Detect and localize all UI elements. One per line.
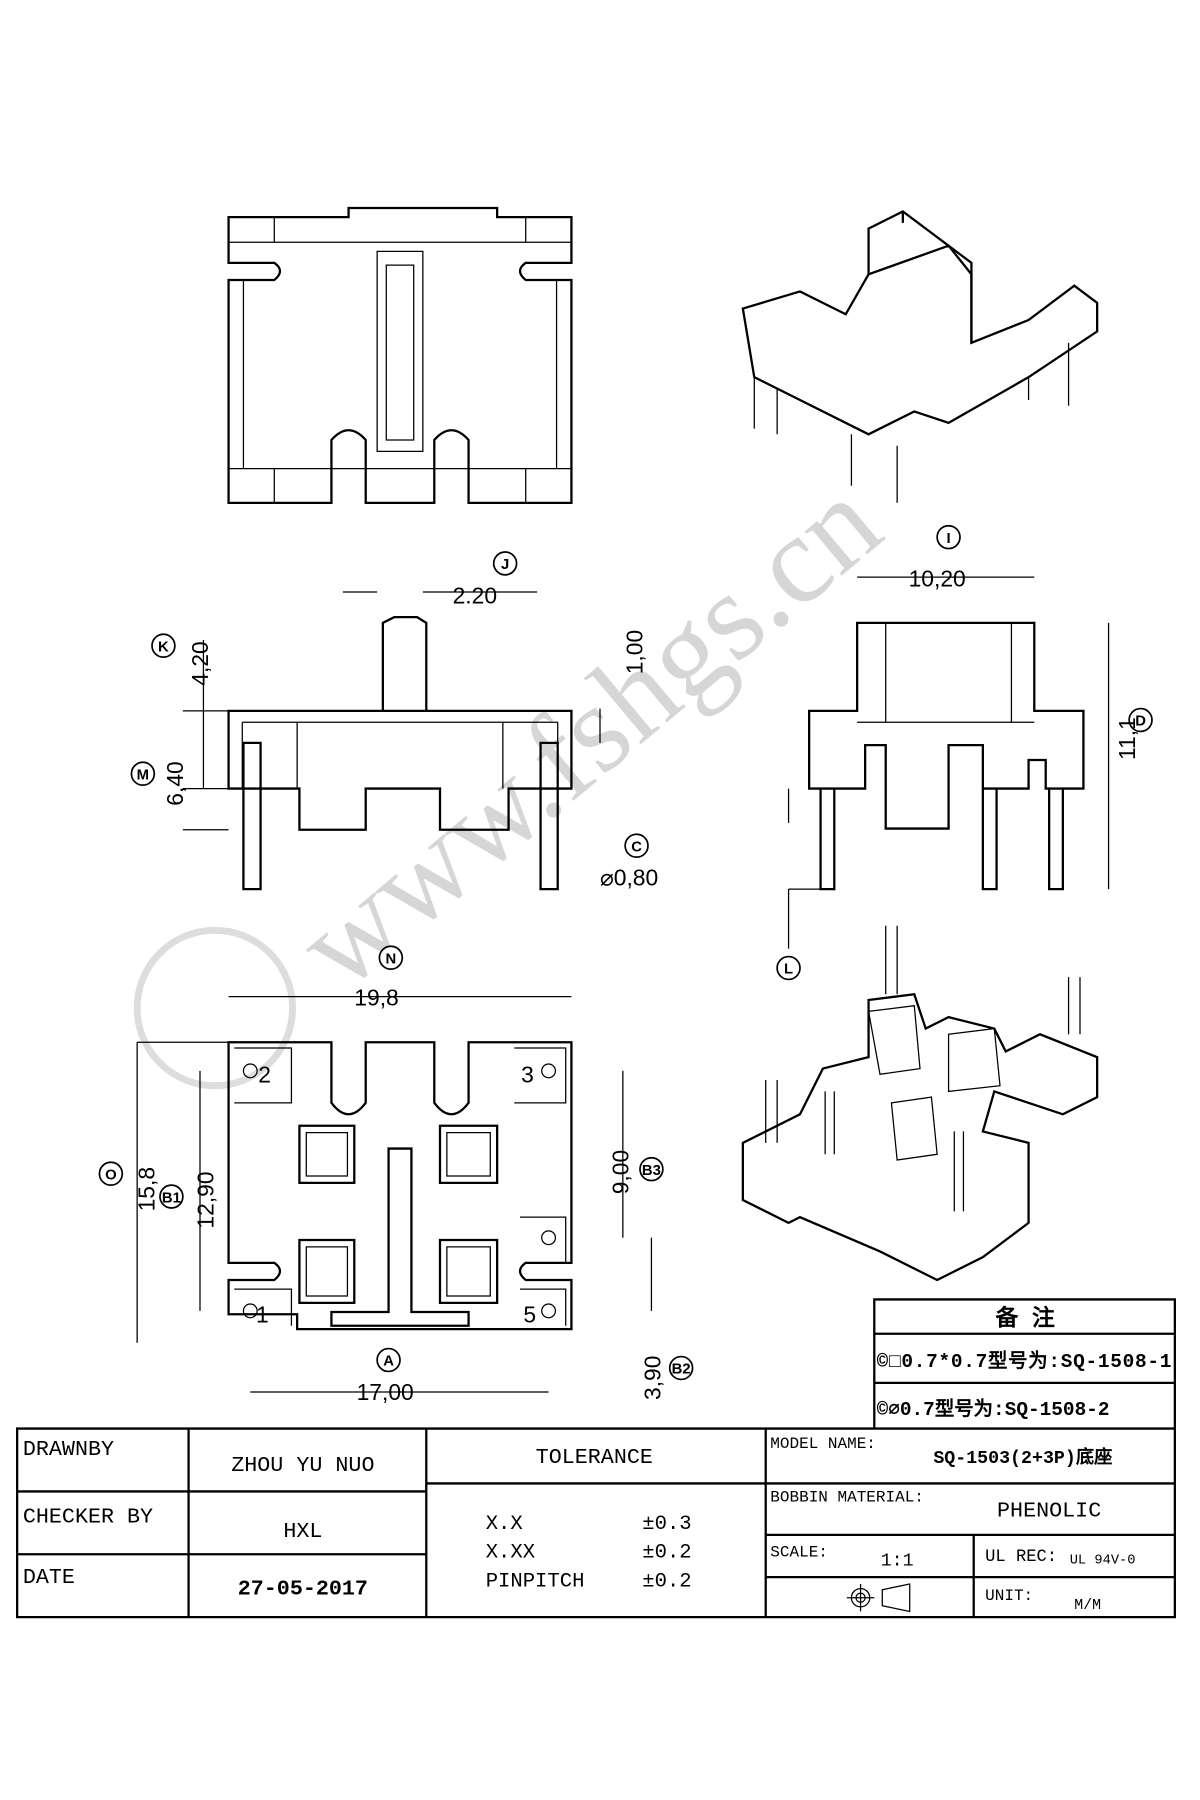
dim-O-value: 15,8 [133,1167,159,1211]
dim-N-value: 19,8 [354,985,398,1011]
material-value: PHENOLIC [997,1499,1101,1524]
svg-text:A: A [383,1354,394,1370]
svg-text:L: L [784,962,793,978]
tolerance-name-2: X.XX [486,1542,535,1565]
dim-B1-value: 12,90 [193,1171,219,1228]
ul-value: UL 94V-0 [1070,1553,1136,1568]
dim-A-value: 17,00 [357,1379,414,1405]
scale-value: 1:1 [881,1552,914,1572]
side-view [787,576,1110,949]
notes-line-1: ©□0.7*0.7型号为:SQ-1508-1 [877,1349,1172,1373]
svg-text:M: M [137,767,149,783]
tolerance-name-1: X.X [486,1513,523,1536]
svg-text:N: N [385,951,396,967]
svg-text:I: I [947,531,951,547]
tolerance-name-3: PINPITCH [486,1570,585,1593]
pin-3-label: 3 [521,1061,534,1087]
iso-view-bottom [741,925,1099,1282]
checker-label: CHECKER BY [23,1504,153,1529]
date-label: DATE [23,1565,75,1590]
svg-text:B1: B1 [162,1190,181,1206]
title-block [16,1427,1176,1619]
dim-B3-value: 9,00 [608,1150,634,1194]
projection-symbol-icon [846,1583,911,1613]
top-view [227,206,573,504]
svg-text:C: C [631,839,642,855]
svg-text:J: J [501,557,509,573]
dim-B2-value: 3,90 [640,1356,666,1400]
iso-view-top [741,210,1099,503]
unit-value: M/M [1074,1598,1101,1614]
tolerance-value-2: ±0.2 [642,1542,691,1565]
bottom-view [136,995,653,1393]
pin-5-label: 5 [523,1301,536,1327]
model-label: MODEL NAME: [770,1435,876,1453]
notes-title: 备 注 [994,1305,1055,1333]
tolerance-label: TOLERANCE [536,1445,653,1470]
date-value: 27-05-2017 [238,1576,368,1601]
material-label: BOBBIN MATERIAL: [770,1489,924,1507]
tolerance-value-1: ±0.3 [642,1513,691,1536]
front-view [182,591,601,891]
svg-text:O: O [105,1167,117,1183]
tolerance-value-3: ±0.2 [642,1570,691,1593]
dim-pin-value: 1,00 [621,630,647,674]
dim-K-value: 4,20 [187,641,213,685]
svg-text:K: K [158,639,169,655]
svg-text:D: D [1135,714,1146,730]
pin-1-label: 1 [256,1301,269,1327]
dim-J-value: 2.20 [453,582,497,608]
pin-2-label: 2 [258,1061,271,1087]
dim-D-value: 11,1 [1114,717,1140,760]
dim-tag-J [492,551,518,576]
dim-C-value: ⌀0,80 [600,865,658,891]
unit-label: UNIT: [985,1587,1033,1605]
drawnby-value: ZHOU YU NUO [231,1453,374,1478]
checker-value: HXL [283,1519,322,1544]
scale-label: SCALE: [770,1544,828,1562]
notes-box [873,1298,1176,1429]
watermark-logo [133,926,296,1090]
dim-M-value: 6,40 [162,761,188,805]
watermark: www.fshgs.cn [272,452,906,1016]
notes-line-2: ©⌀0.7型号为:SQ-1508-2 [877,1397,1110,1421]
dim-I-value: 10,20 [909,565,966,591]
svg-text:B3: B3 [642,1163,661,1179]
drawnby-label: DRAWNBY [23,1437,114,1462]
model-value: SQ-1503(2+3P)底座 [933,1446,1112,1469]
svg-text:B2: B2 [672,1362,691,1378]
ul-label: UL REC: [985,1548,1057,1567]
